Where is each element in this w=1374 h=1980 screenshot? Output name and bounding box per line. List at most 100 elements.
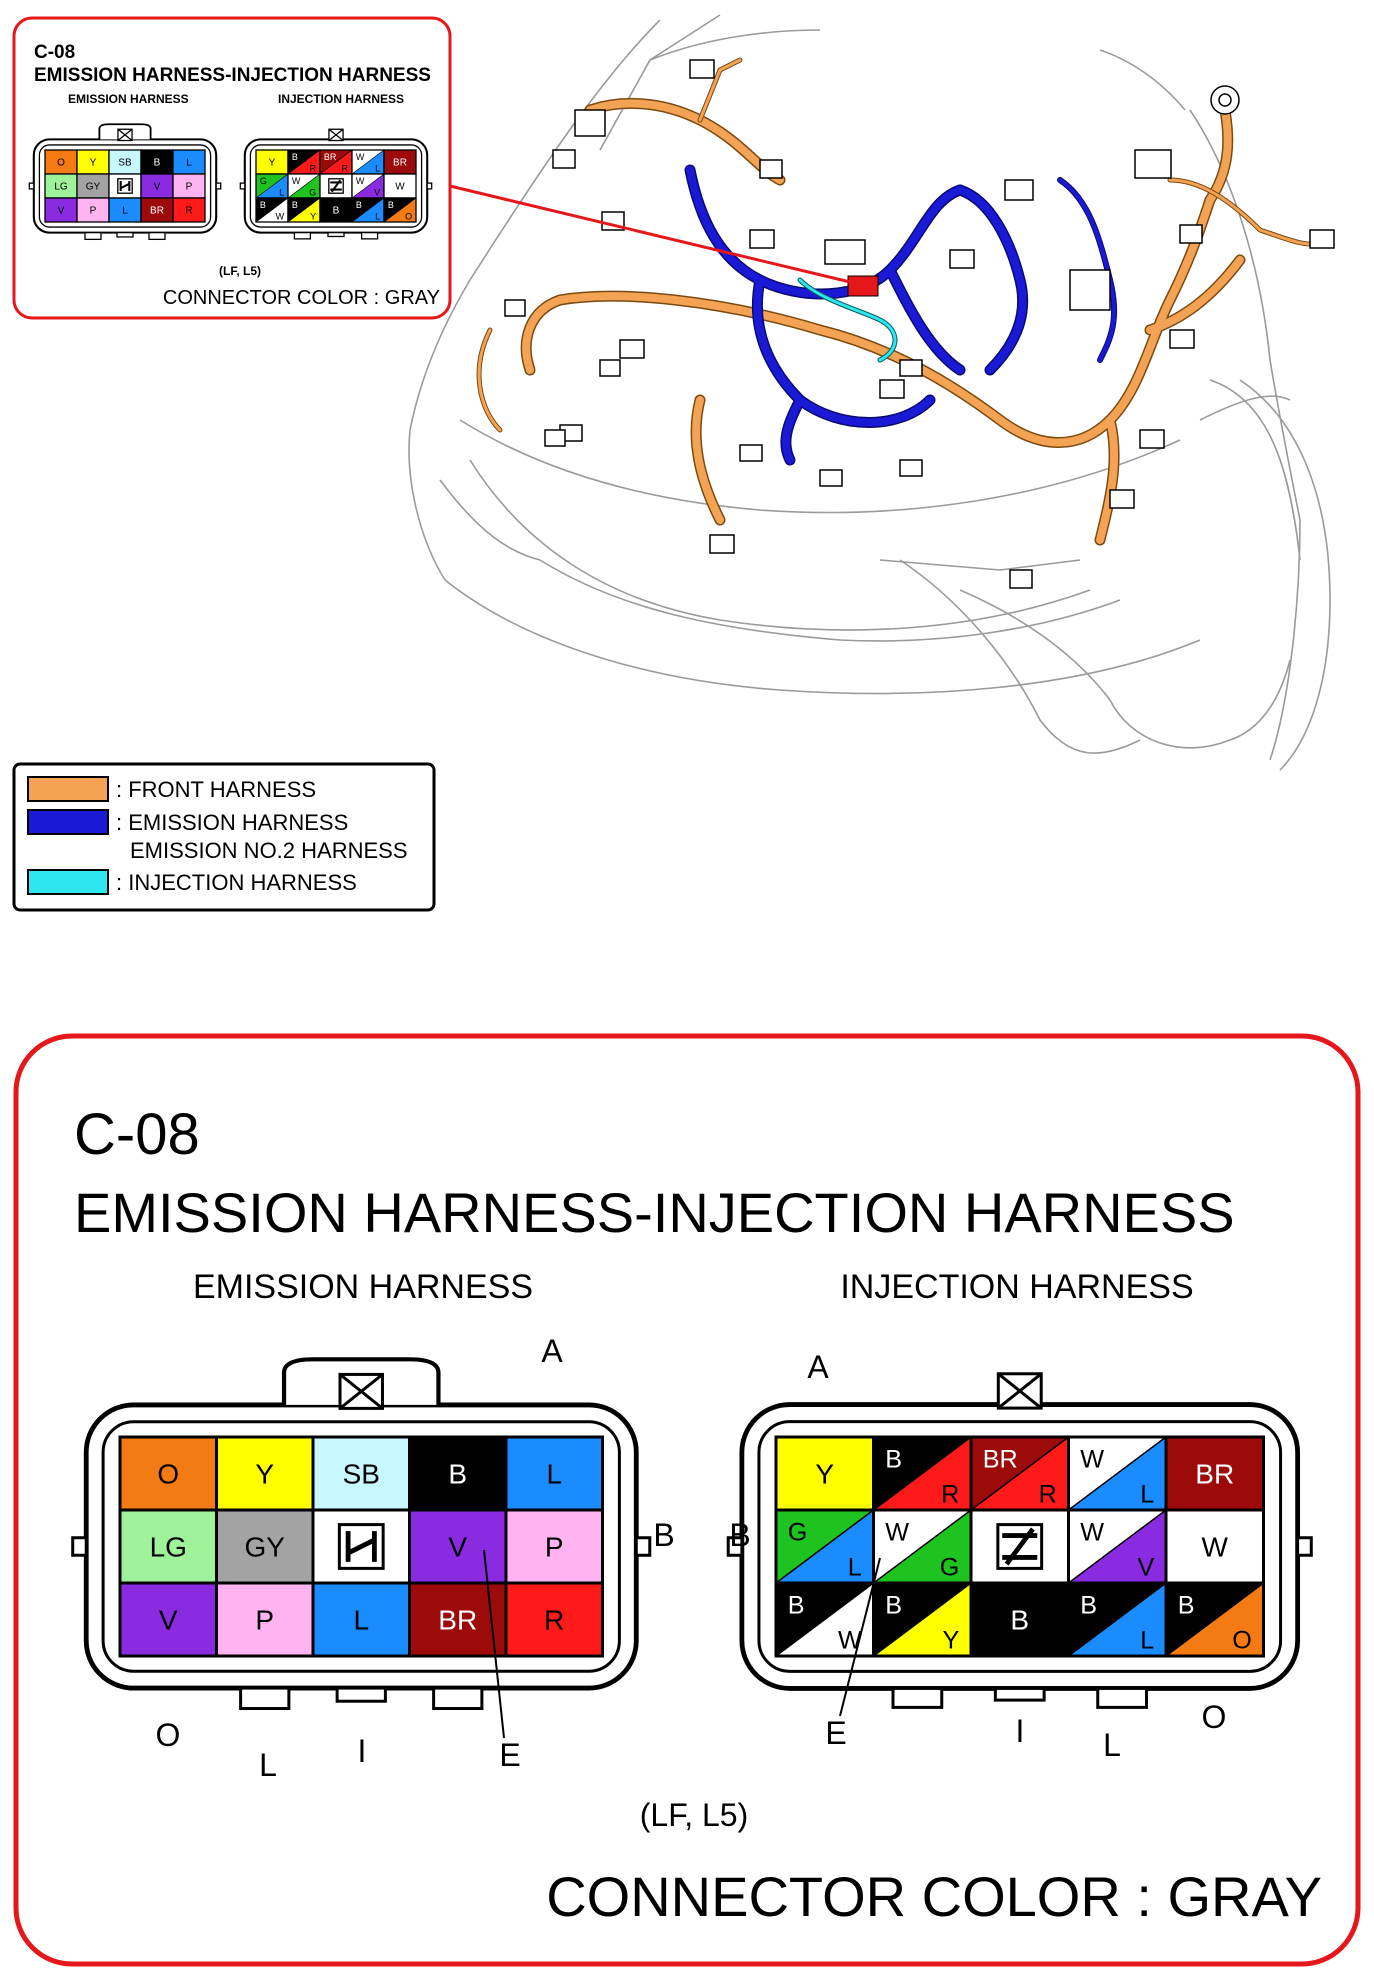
pin-label: B — [448, 1458, 467, 1489]
pin-fill — [120, 1437, 217, 1510]
pin-label: GY — [86, 182, 101, 193]
pin-diagonal — [287, 173, 321, 199]
pin-cell: BR — [872, 1435, 973, 1512]
pin-border — [172, 197, 206, 223]
pin-label: L — [546, 1458, 562, 1489]
pin-fill — [45, 198, 77, 222]
pin-label: O — [57, 158, 65, 169]
emission-label-b: B — [653, 1517, 674, 1553]
pin-cell: L — [172, 149, 206, 175]
pin-label: W — [885, 1519, 909, 1547]
pin-label-secondary: O — [405, 212, 412, 222]
injection-label-b: B — [729, 1517, 750, 1553]
pin-label-secondary: G — [309, 188, 316, 198]
pin-fill — [384, 174, 416, 198]
pin-fill — [506, 1583, 603, 1656]
legend-label-emission: : EMISSION HARNESS — [116, 810, 348, 835]
lock-mark-cross — [997, 1372, 1043, 1410]
emission-label-o: O — [156, 1717, 181, 1753]
inset-variant: (LF, L5) — [219, 264, 261, 278]
pin-fill — [120, 1583, 217, 1656]
detail-title: EMISSION HARNESS-INJECTION HARNESS — [74, 1181, 1235, 1244]
pin-diagonal — [970, 1436, 1069, 1511]
pin-fill — [313, 1583, 410, 1656]
bottom-tab — [993, 1686, 1046, 1702]
pin-diagonal — [351, 173, 385, 199]
pin-cell: Y — [255, 149, 289, 175]
pin-fill — [1166, 1510, 1264, 1583]
pin-label-secondary: W — [276, 212, 285, 222]
pin-label: W — [356, 152, 365, 162]
emission-e-leader — [483, 1549, 505, 1739]
pin-label: L — [122, 206, 128, 217]
pin-fill — [141, 198, 173, 222]
legend-swatch-emission — [27, 809, 109, 835]
bottom-tab — [360, 231, 379, 240]
pin-label: W — [356, 176, 365, 186]
pin-label: P — [255, 1604, 274, 1635]
pin-label: Y — [90, 158, 97, 169]
pin-cell: BRR — [319, 149, 353, 175]
pin-fill — [1166, 1437, 1264, 1510]
side-tab-right — [426, 182, 433, 190]
pin-fill — [216, 1437, 313, 1510]
pin-cell: R — [504, 1581, 604, 1658]
pin-cell: V — [408, 1508, 508, 1585]
pin-cell: BL — [351, 197, 385, 223]
pin-cell — [311, 1508, 411, 1585]
pin-label: V — [448, 1531, 467, 1562]
pin-label: V — [154, 182, 161, 193]
pin-diagonal — [319, 149, 353, 175]
pin-diagonal — [873, 1436, 972, 1511]
bottom-tab — [335, 1686, 387, 1703]
bottom-tab — [84, 231, 102, 241]
pin-cell: BR — [287, 149, 321, 175]
pin-cell: W — [383, 173, 417, 199]
legend-label-injection: : INJECTION HARNESS — [116, 870, 357, 895]
pin-fill — [409, 1437, 506, 1510]
bottom-tab — [1096, 1686, 1148, 1709]
pin-label: B — [885, 1446, 902, 1474]
pin-fill — [45, 174, 77, 198]
pin-label-secondary: Y — [310, 212, 316, 222]
pin-label-secondary: W — [838, 1627, 862, 1655]
pin-cell: BR — [383, 149, 417, 175]
pin-cell: B — [319, 197, 353, 223]
legend: : FRONT HARNESS : EMISSION HARNESS EMISS… — [12, 762, 436, 912]
side-tab-left — [239, 182, 246, 190]
pin-cell: B — [969, 1581, 1070, 1658]
inset-left-sub: EMISSION HARNESS — [68, 92, 189, 106]
pin-cell: BR R — [969, 1435, 1070, 1512]
inset-right-sub: INJECTION HARNESS — [278, 92, 404, 106]
pin-label-secondary: R — [342, 164, 349, 174]
pin-label: B — [1010, 1604, 1029, 1635]
pin-cell: LG — [118, 1508, 218, 1585]
pin-label: G — [260, 176, 267, 186]
pin-cell: Y — [774, 1435, 875, 1512]
emission-label-l: L — [259, 1747, 277, 1783]
pin-label: B — [356, 200, 362, 210]
pin-fill — [320, 198, 352, 222]
connector-inner-shell — [101, 1420, 621, 1673]
pin-cell: BY — [287, 197, 321, 223]
pin-label: SB — [343, 1458, 380, 1489]
pin-cell: P — [76, 197, 110, 223]
pin-fill — [141, 150, 173, 174]
injection-label-o: O — [1202, 1699, 1227, 1735]
pin-fill — [109, 198, 141, 222]
pin-diagonal — [775, 1509, 874, 1584]
side-tab-left — [71, 1536, 88, 1557]
pin-label: BR — [983, 1446, 1018, 1474]
lock-mark-cross — [339, 1373, 384, 1410]
pin-diagonal — [351, 149, 385, 175]
bottom-tab — [148, 231, 166, 241]
pin-cell: P — [172, 173, 206, 199]
pin-cell: O — [118, 1435, 218, 1512]
pin-label-secondary: R — [1039, 1481, 1057, 1509]
pin-diagonal — [1068, 1582, 1167, 1657]
pin-cell: LG — [44, 173, 78, 199]
pin-label: B — [154, 158, 161, 169]
side-tab-right — [215, 182, 222, 190]
detail-variant: (LF, L5) — [640, 1797, 748, 1833]
